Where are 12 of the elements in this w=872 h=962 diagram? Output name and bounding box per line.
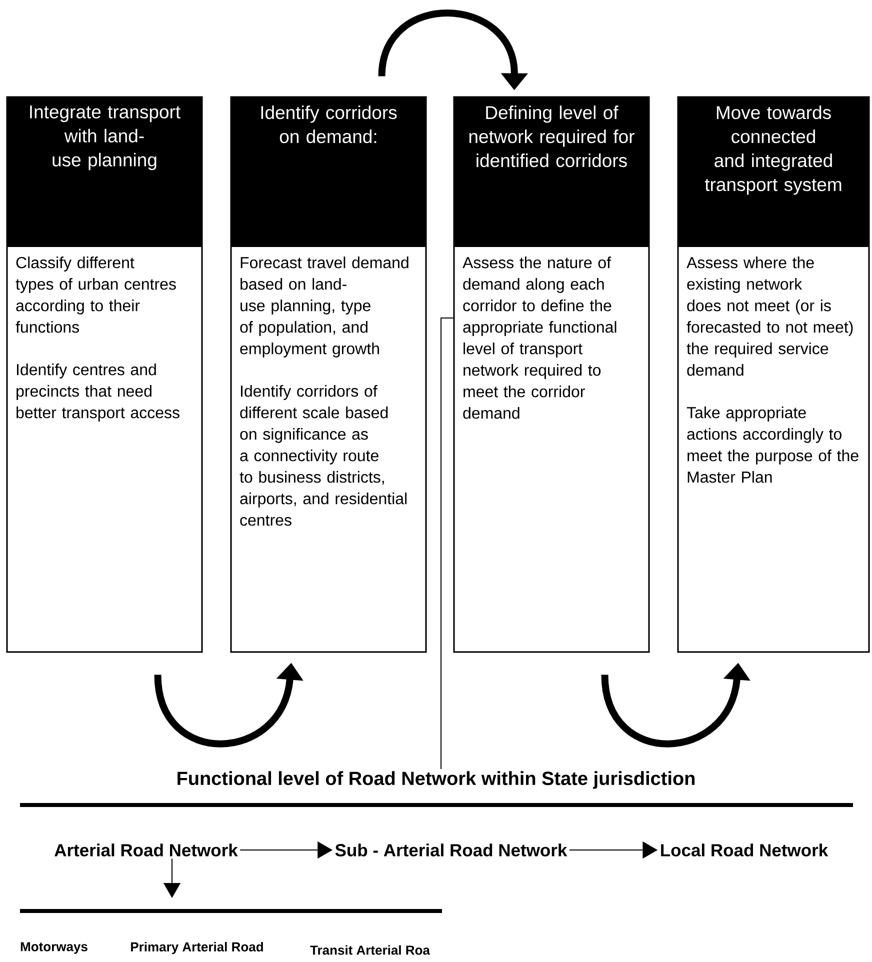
road-type-label: Primary Arterial Road (131, 942, 263, 954)
road-type-label: Transit Arterial Roa (310, 945, 430, 955)
network-label: Arterial Road Network (54, 844, 238, 856)
road-type-label: Motorways (20, 942, 88, 954)
heading: Functional level of Road Network within State jurisdiction (178, 771, 695, 789)
process-box: Defining level of network required for identified corridors Assess the nature of demand along each corridor to define the appropriate functional level of transport network required to meet the corridor demand (453, 96, 650, 653)
network-label: Local Road Network (661, 844, 828, 856)
network-label: Sub - Arterial Road Network (335, 844, 568, 856)
process-box: Identify corridors on demand: Forecast travel demand based on land-use planning, type of population, and employment growth Identify corridors of different scale based on significance as a connectivity route to business districts, airports, and residential centres (230, 96, 427, 653)
process-box: Integrate transport with land-use planning Classify different types of urban centres according to their functions Identify centres and precincts that need better transport access (6, 96, 203, 653)
process-box: Move towards connected and integrated transport system Assess where the existing network does not meet (or is forecasted to not meet) the required service demand Take appropriate actions accordingly to meet the purpose of the Master Plan (677, 96, 870, 653)
leader-line (440, 318, 454, 770)
